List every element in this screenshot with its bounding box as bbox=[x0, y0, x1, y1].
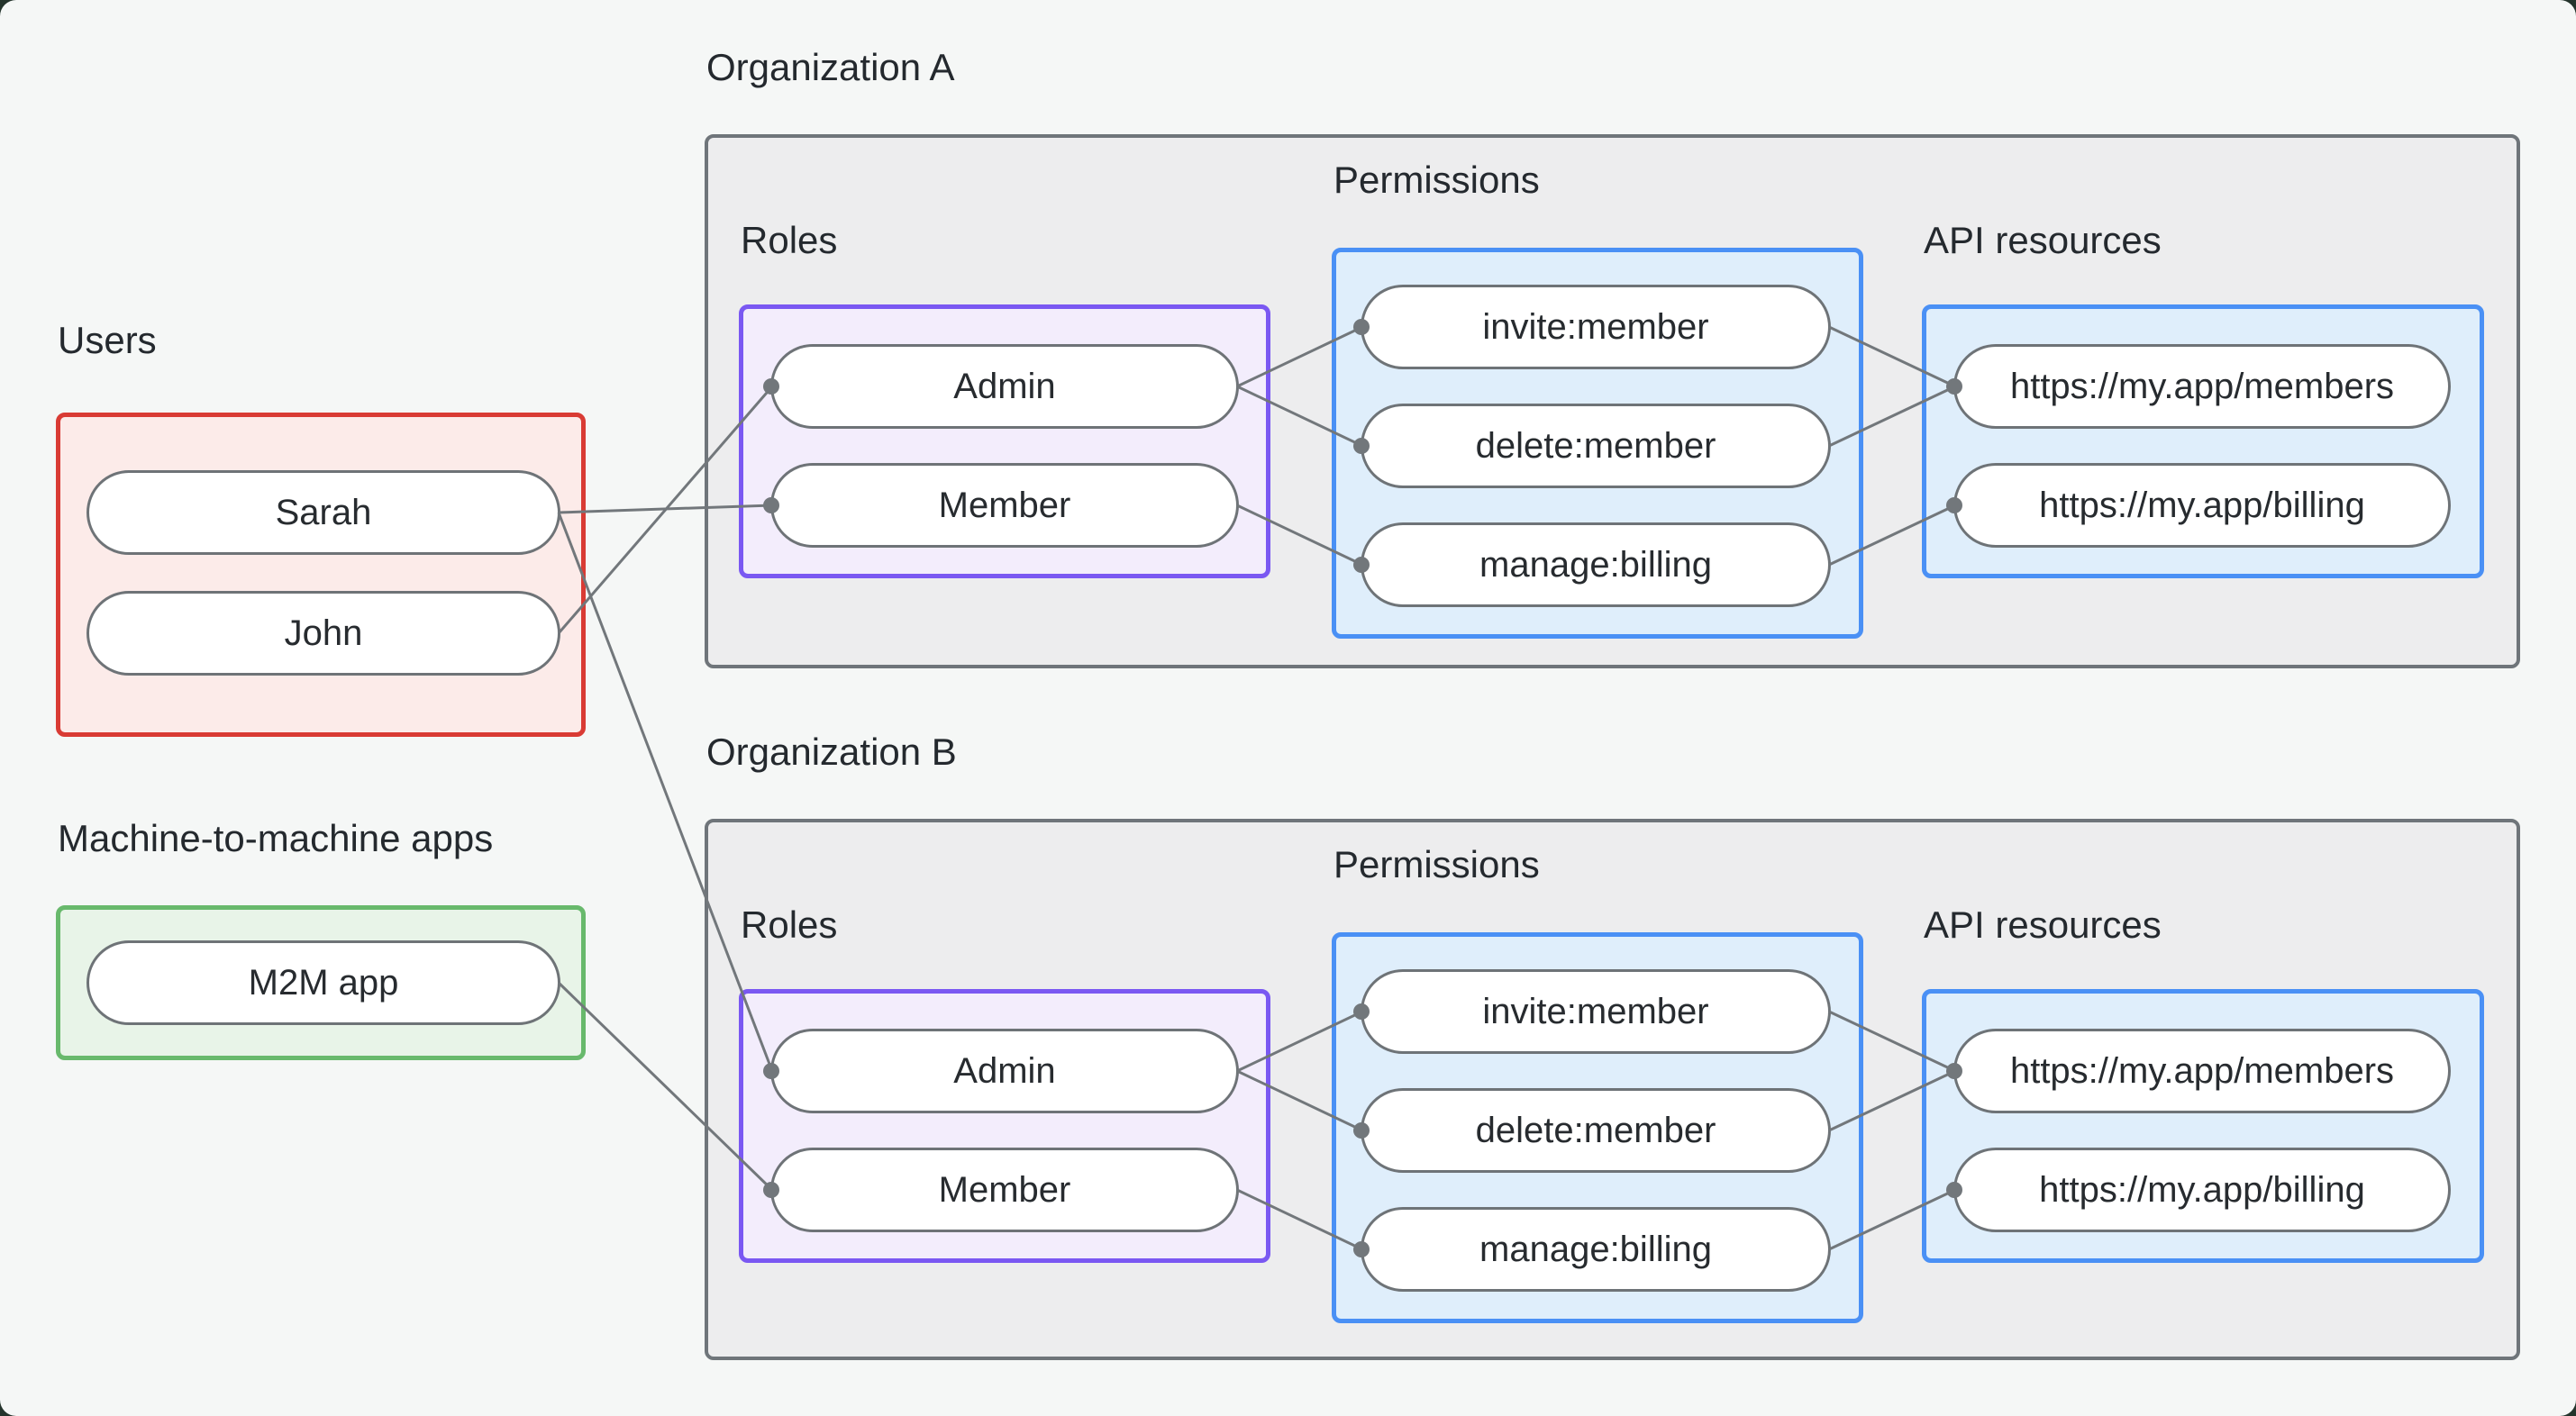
node-org-b-role-admin: Admin bbox=[770, 1029, 1239, 1113]
org-b-permissions-label: Permissions bbox=[1334, 843, 1540, 885]
org-a-api-label: API resources bbox=[1924, 219, 2162, 261]
org-b-api-label: API resources bbox=[1924, 903, 2162, 946]
org-a-label: Organization A bbox=[706, 46, 955, 88]
node-org-b-role-member: Member bbox=[770, 1148, 1239, 1232]
node-org-a-role-admin: Admin bbox=[770, 344, 1239, 429]
node-org-a-role-member: Member bbox=[770, 463, 1239, 548]
node-user-john: John bbox=[86, 591, 560, 676]
m2m-group-label: Machine-to-machine apps bbox=[58, 817, 494, 859]
node-org-a-perm-manage-billing: manage:billing bbox=[1361, 522, 1831, 607]
users-group-label: Users bbox=[58, 319, 157, 361]
node-user-sarah: Sarah bbox=[86, 470, 560, 555]
users-group-box bbox=[56, 413, 586, 737]
node-org-a-perm-delete-member: delete:member bbox=[1361, 404, 1831, 488]
node-org-a-api-members: https://my.app/members bbox=[1953, 344, 2451, 429]
org-a-roles-label: Roles bbox=[741, 219, 838, 261]
node-org-a-perm-invite-member: invite:member bbox=[1361, 285, 1831, 369]
node-org-b-perm-invite-member: invite:member bbox=[1361, 969, 1831, 1054]
node-m2m-app: M2M app bbox=[86, 940, 560, 1025]
org-b-label: Organization B bbox=[706, 731, 957, 773]
node-org-b-api-billing: https://my.app/billing bbox=[1953, 1148, 2451, 1232]
node-org-b-api-members: https://my.app/members bbox=[1953, 1029, 2451, 1113]
org-b-roles-label: Roles bbox=[741, 903, 838, 946]
node-org-b-perm-delete-member: delete:member bbox=[1361, 1088, 1831, 1173]
org-a-permissions-label: Permissions bbox=[1334, 159, 1540, 201]
node-org-b-perm-manage-billing: manage:billing bbox=[1361, 1207, 1831, 1292]
node-org-a-api-billing: https://my.app/billing bbox=[1953, 463, 2451, 548]
